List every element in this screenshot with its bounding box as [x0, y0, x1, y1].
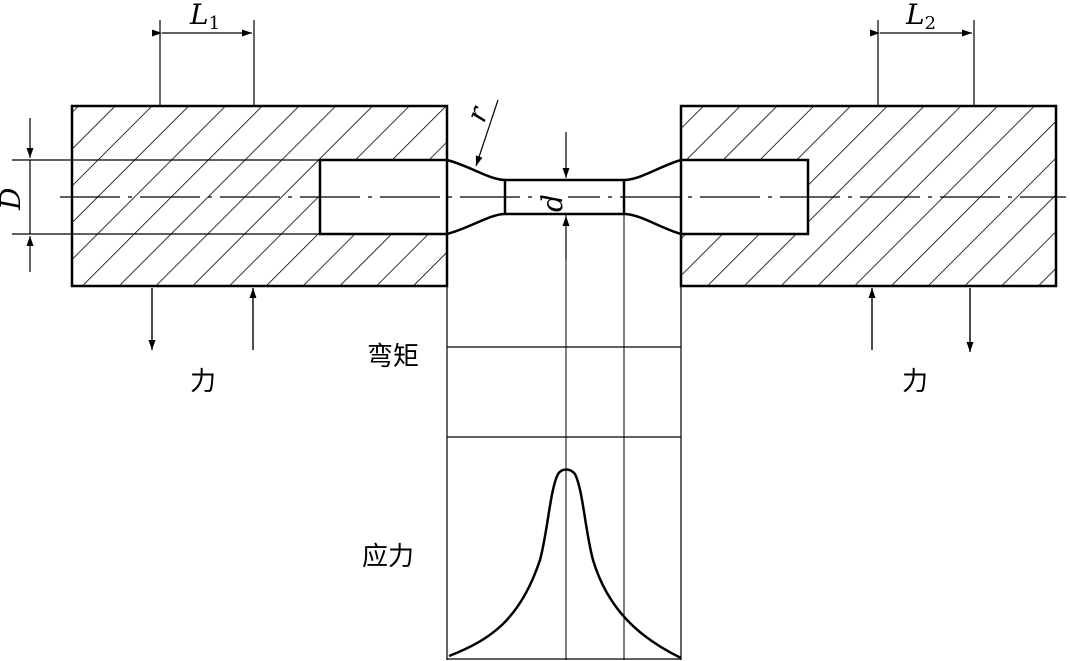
- left-block-hatch: [72, 106, 447, 286]
- specimen-neck-top: [446, 158, 682, 182]
- d-label-bg: [548, 183, 568, 211]
- right-block-hatch: [681, 106, 1056, 286]
- L1-label: L1: [189, 0, 220, 34]
- r-leader: [475, 99, 499, 167]
- left-block-outline: [70, 104, 449, 288]
- D-label: D: [0, 188, 27, 211]
- stress-label: 应力: [362, 542, 414, 572]
- right-block-outline: [679, 104, 1058, 288]
- stress-curve: [448, 468, 682, 660]
- force-label-right: 力: [902, 367, 928, 397]
- d-label: d: [536, 194, 569, 212]
- r-label: r: [460, 101, 496, 126]
- specimen-neck-bottom: [446, 212, 682, 236]
- L2-label: L2: [905, 0, 936, 34]
- bending-moment-label: 弯矩: [367, 342, 419, 372]
- force-label-left: 力: [190, 367, 216, 397]
